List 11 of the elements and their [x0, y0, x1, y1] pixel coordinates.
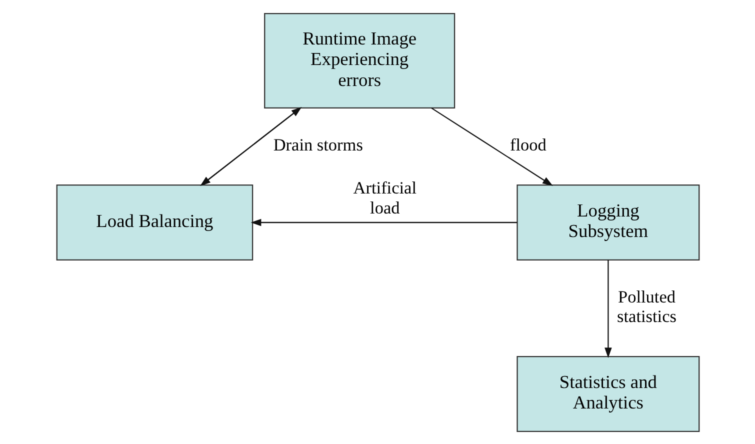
node-box: Load Balancing: [56, 184, 253, 260]
node-box: Logging Subsystem: [516, 184, 700, 260]
edge-label: Artificial load: [352, 178, 416, 217]
arrow: [604, 259, 612, 358]
arrow: [430, 107, 552, 186]
edge-label: Polluted statistics: [616, 286, 676, 326]
node-box: Runtime Image Experiencing errors: [264, 12, 455, 108]
edge-label: flood: [509, 135, 546, 154]
node-box: Statistics and Analytics: [516, 356, 700, 432]
edge-label: Drain storms: [272, 135, 362, 154]
arrow: [250, 218, 517, 226]
